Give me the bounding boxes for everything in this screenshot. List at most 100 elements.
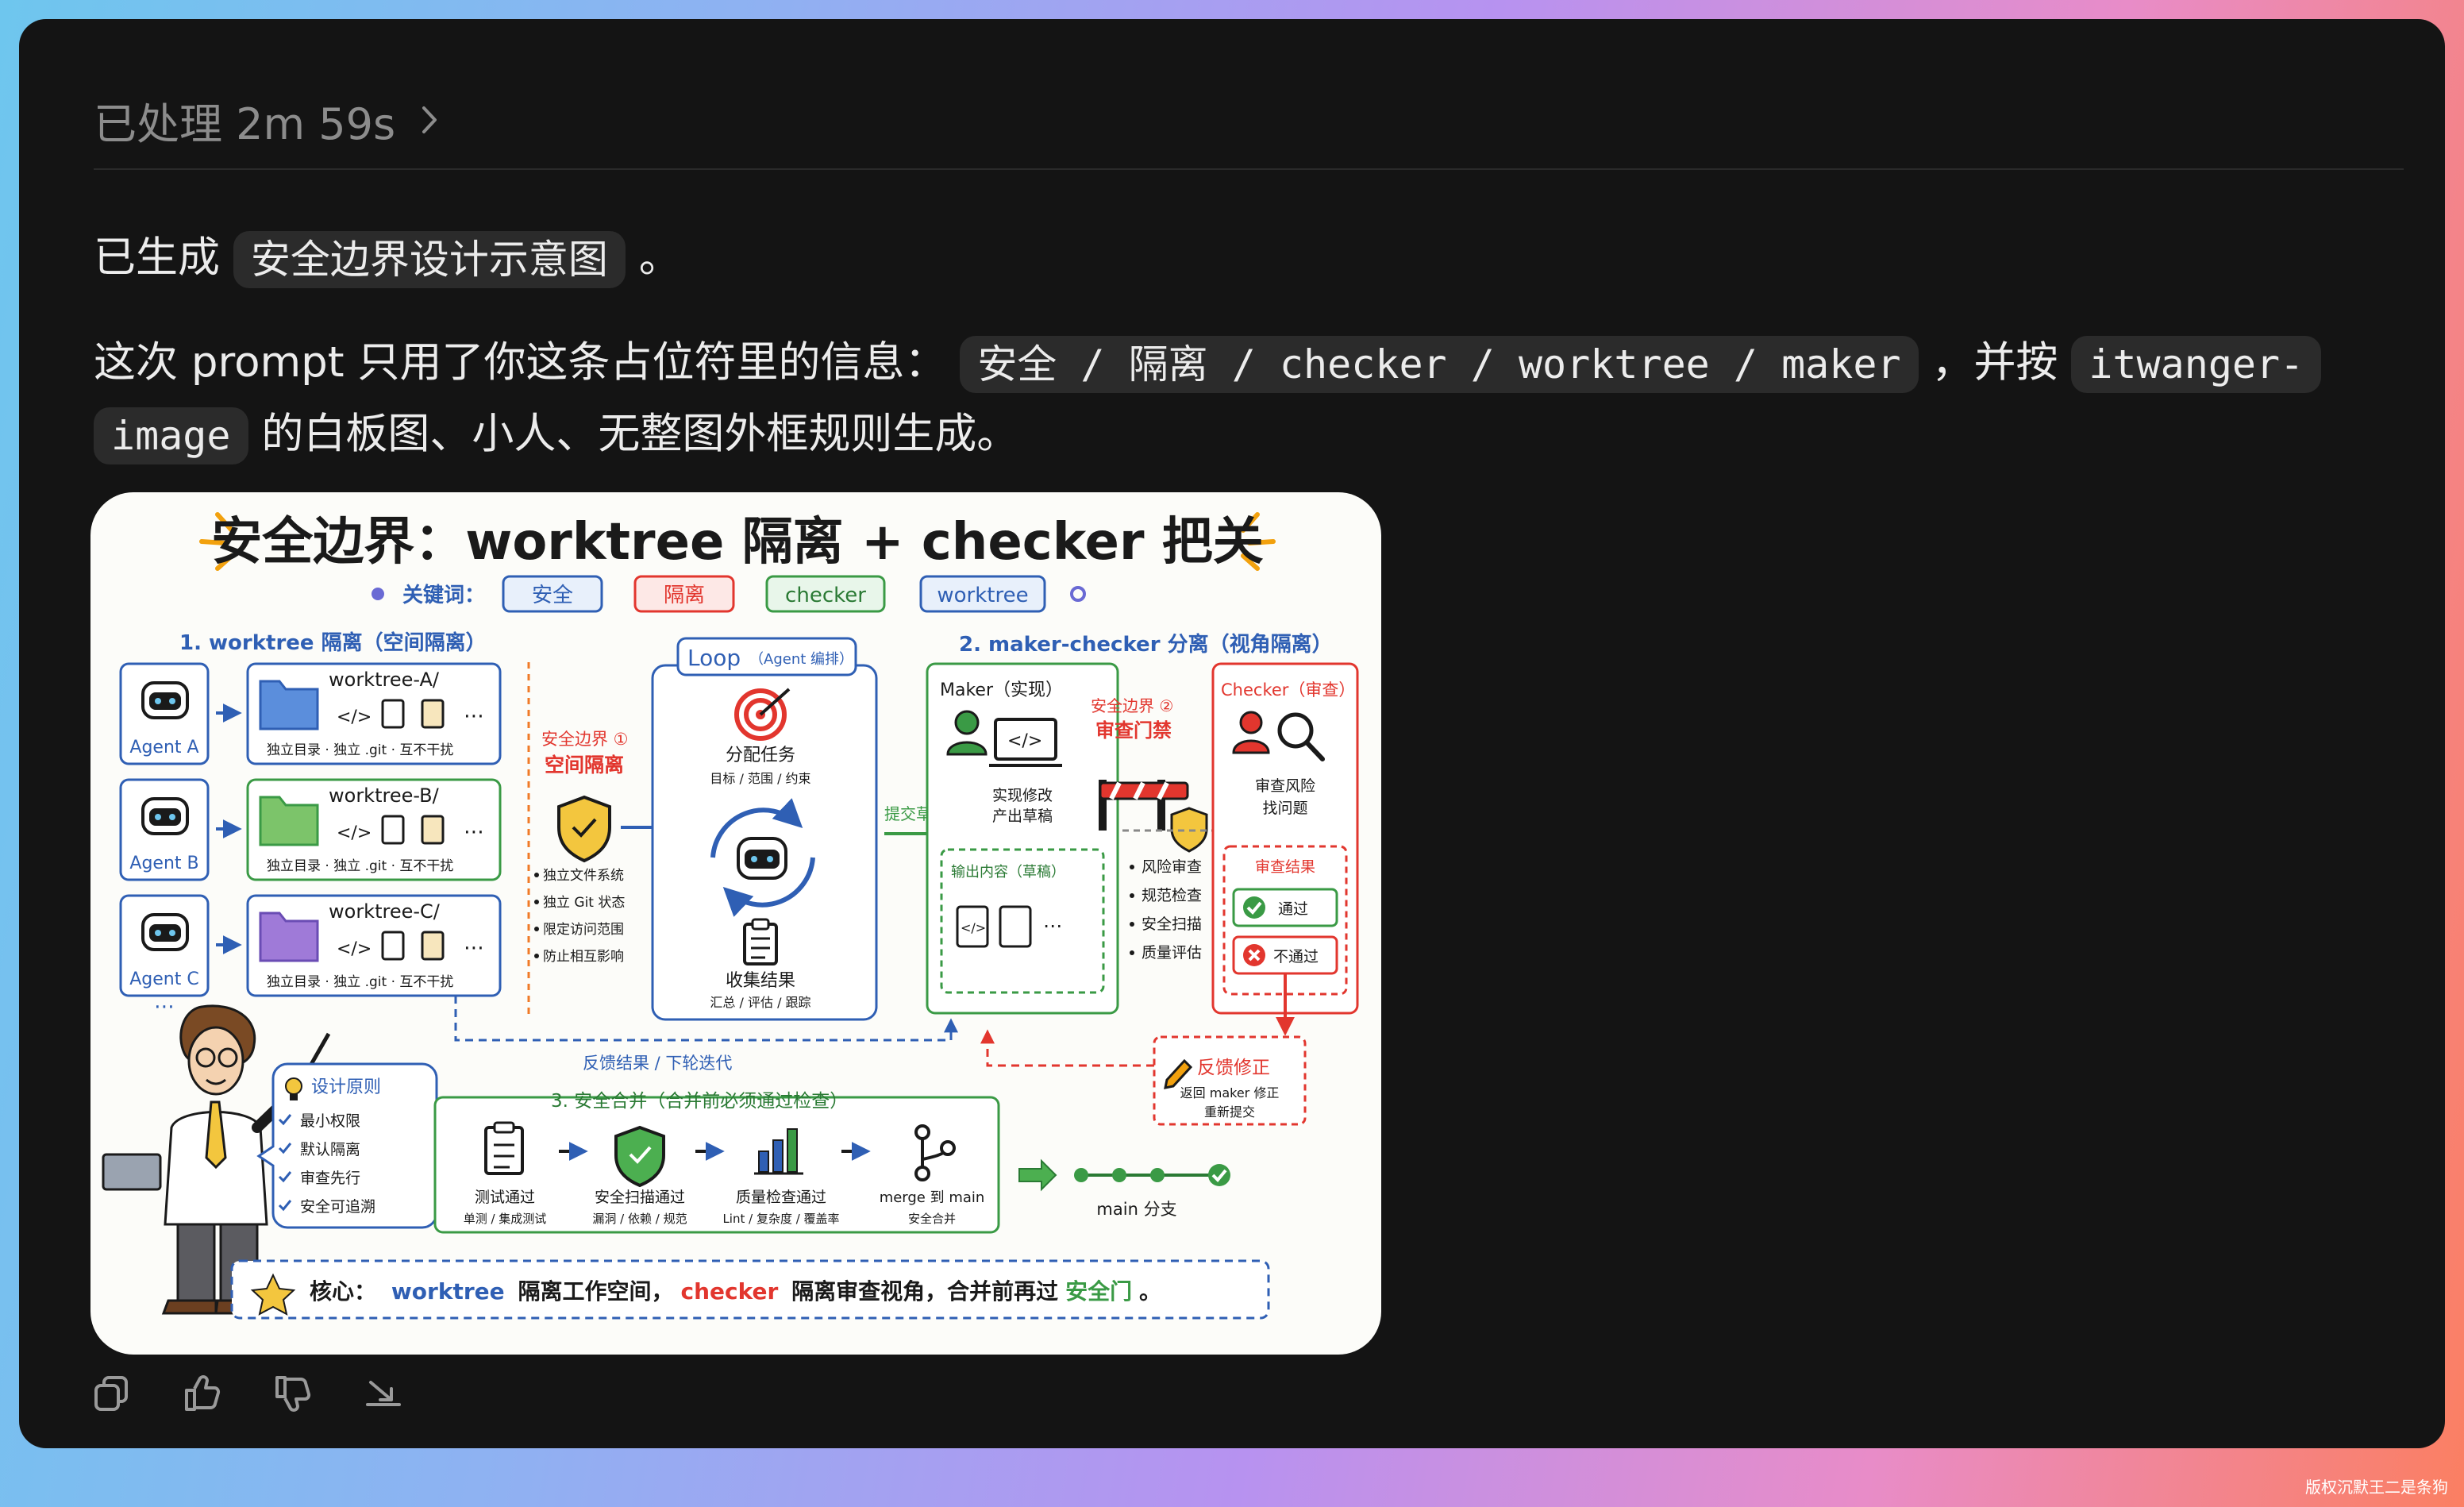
loop-collect-desc: 汇总 / 评估 / 跟踪 [710, 995, 810, 1010]
worktree-desc: 独立目录 · 独立 .git · 互不干扰 [267, 742, 453, 758]
code-file-icon: </> [337, 823, 372, 843]
pencil-icon [1164, 1058, 1193, 1089]
presenter-character [102, 1004, 331, 1315]
lightbulb-icon [285, 1077, 302, 1100]
folder-icon [259, 912, 319, 962]
chat-window: 已处理 2m 59s 已生成 安全边界设计示意图 。 这次 prompt 只用了… [19, 19, 2445, 1448]
svg-text:独立 Git 状态: 独立 Git 状态 [543, 895, 625, 911]
target-icon [734, 688, 791, 741]
svg-text:风险审查: 风险审查 [1142, 858, 1202, 876]
core-summary-box [230, 1259, 1270, 1320]
step-label: 测试通过 [475, 1189, 535, 1206]
keyword-text: worktree [937, 584, 1028, 607]
user-icon [946, 710, 988, 756]
message-actions [87, 1369, 408, 1418]
watermark: 版权沉默王二是条狗 [2305, 1478, 2448, 1497]
section3-title: 3. 安全合并（合并前必须通过检查） [551, 1091, 848, 1112]
git-file-icon [421, 699, 445, 729]
svg-text:防止相互影响: 防止相互影响 [543, 949, 624, 965]
principles-bubble [256, 1062, 438, 1229]
svg-text:默认隔离: 默认隔离 [300, 1141, 360, 1158]
more-agents: ⋯ [154, 995, 175, 1019]
thumbs-up-icon [185, 1375, 221, 1411]
file-icon [381, 699, 405, 729]
file-icon [999, 905, 1032, 948]
maker-output-title: 输出内容（草稿） [951, 864, 1065, 881]
boundary1-bullets: 独立文件系统 独立 Git 状态 限定访问范围 防止相互影响 [543, 868, 625, 965]
svg-text:⋯: ⋯ [1043, 915, 1062, 937]
line1-prefix: 已生成 [94, 233, 220, 282]
svg-text:</>: </> [1007, 731, 1042, 751]
fail-label: 不通过 [1273, 948, 1319, 965]
pass-label: 通过 [1278, 900, 1308, 918]
generated-image[interactable]: 安全边界：worktree 隔离 + checker 把关 关键词： 安全 隔离… [90, 492, 1381, 1355]
share-icon [366, 1381, 401, 1406]
keyword-dot [1070, 586, 1086, 602]
dislike-button[interactable] [268, 1369, 318, 1418]
file-icon [381, 815, 405, 845]
line2-middle: ，并按 [1931, 338, 2058, 387]
core-summary: 核心： worktree 隔离工作空间， checker 隔离审查视角，合并前再… [310, 1278, 1161, 1305]
check-icons [278, 1114, 292, 1212]
processing-status[interactable]: 已处理 2m 59s [94, 92, 441, 149]
worktree-desc: 独立目录 · 独立 .git · 互不干扰 [267, 858, 453, 874]
principles-title: 设计原则 [311, 1077, 381, 1097]
chevron-right-icon [422, 106, 437, 133]
worktree-desc: 独立目录 · 独立 .git · 互不干扰 [267, 974, 453, 990]
clipboard-icon [743, 918, 778, 965]
agent-name: Agent C [129, 969, 198, 989]
line3-suffix: 的白板图、小人、无整图外框规则生成。 [261, 410, 1019, 458]
feedback-fix-box [1153, 1035, 1307, 1126]
agent-name: Agent A [129, 738, 198, 757]
svg-text:安全可追溯: 安全可追溯 [300, 1198, 375, 1216]
step-label: merge 到 main [880, 1189, 985, 1206]
worktree-name: worktree-B/ [329, 784, 440, 807]
svg-text:⋯: ⋯ [464, 704, 484, 728]
code-file-icon: </> [337, 939, 372, 959]
boundary1-title2: 空间隔离 [545, 754, 624, 777]
shield-icon [557, 795, 611, 863]
main-branch-line [1074, 1164, 1230, 1186]
share-button[interactable] [359, 1369, 408, 1418]
loop-cycle-icon [710, 798, 815, 917]
svg-text:⋯: ⋯ [464, 936, 484, 960]
agent-name: Agent B [129, 854, 198, 873]
image-title: 安全边界：worktree 隔离 + checker 把关 [211, 513, 1264, 572]
maker-desc2: 产出草稿 [992, 807, 1053, 825]
boundary2-title1: 安全边界 ② [1091, 696, 1173, 715]
principles-list: 最小权限 默认隔离 审查先行 安全可追溯 [300, 1112, 375, 1216]
magnifier-icon [1277, 712, 1325, 761]
step-desc: 漏洞 / 依赖 / 规范 [592, 1212, 687, 1226]
like-button[interactable] [178, 1369, 227, 1418]
copy-button[interactable] [87, 1369, 137, 1418]
folder-icon [259, 680, 319, 730]
inline-code-skill-part1: itwanger- [2071, 336, 2322, 394]
laptop-code-icon: </> [989, 718, 1062, 767]
loop-collect: 收集结果 [726, 971, 795, 991]
checker-desc1: 审查风险 [1255, 777, 1315, 795]
svg-text:最小权限: 最小权限 [300, 1112, 360, 1130]
checker-result-title: 审查结果 [1255, 858, 1315, 876]
merge-arrow [1018, 1158, 1057, 1192]
agent-row-b: Agent B worktree-B/ </> ⋯ 独立目录 · 独立 .git… [119, 778, 502, 881]
feedback-fix-line [980, 1029, 1154, 1067]
keyword-text: 隔离 [664, 584, 705, 607]
section3-box [433, 1096, 1000, 1234]
checker-title: Checker（审查） [1221, 680, 1355, 700]
section1-title: 1. worktree 隔离（空间隔离） [179, 630, 487, 655]
boundary2-bullets: 风险审查 规范检查 安全扫描 质量评估 [1142, 858, 1202, 962]
title-sparks-right [1241, 512, 1276, 571]
svg-text:审查先行: 审查先行 [300, 1170, 360, 1187]
svg-text:安全扫描: 安全扫描 [1142, 915, 1202, 933]
keyword-tag-safety [502, 575, 603, 613]
checklist-icon [484, 1121, 524, 1175]
git-file-icon [421, 815, 445, 845]
boundary2-title2: 审查门禁 [1095, 719, 1172, 742]
divider [94, 168, 2404, 170]
loop-task-desc: 目标 / 范围 / 约束 [710, 771, 810, 786]
thumbs-down-icon [275, 1376, 311, 1412]
title-sparks-left [199, 512, 234, 571]
code-file-icon: </> [337, 707, 372, 727]
svg-text:规范检查: 规范检查 [1142, 887, 1202, 904]
message-line-3: image 的白板图、小人、无整图外框规则生成。 [94, 399, 1018, 470]
